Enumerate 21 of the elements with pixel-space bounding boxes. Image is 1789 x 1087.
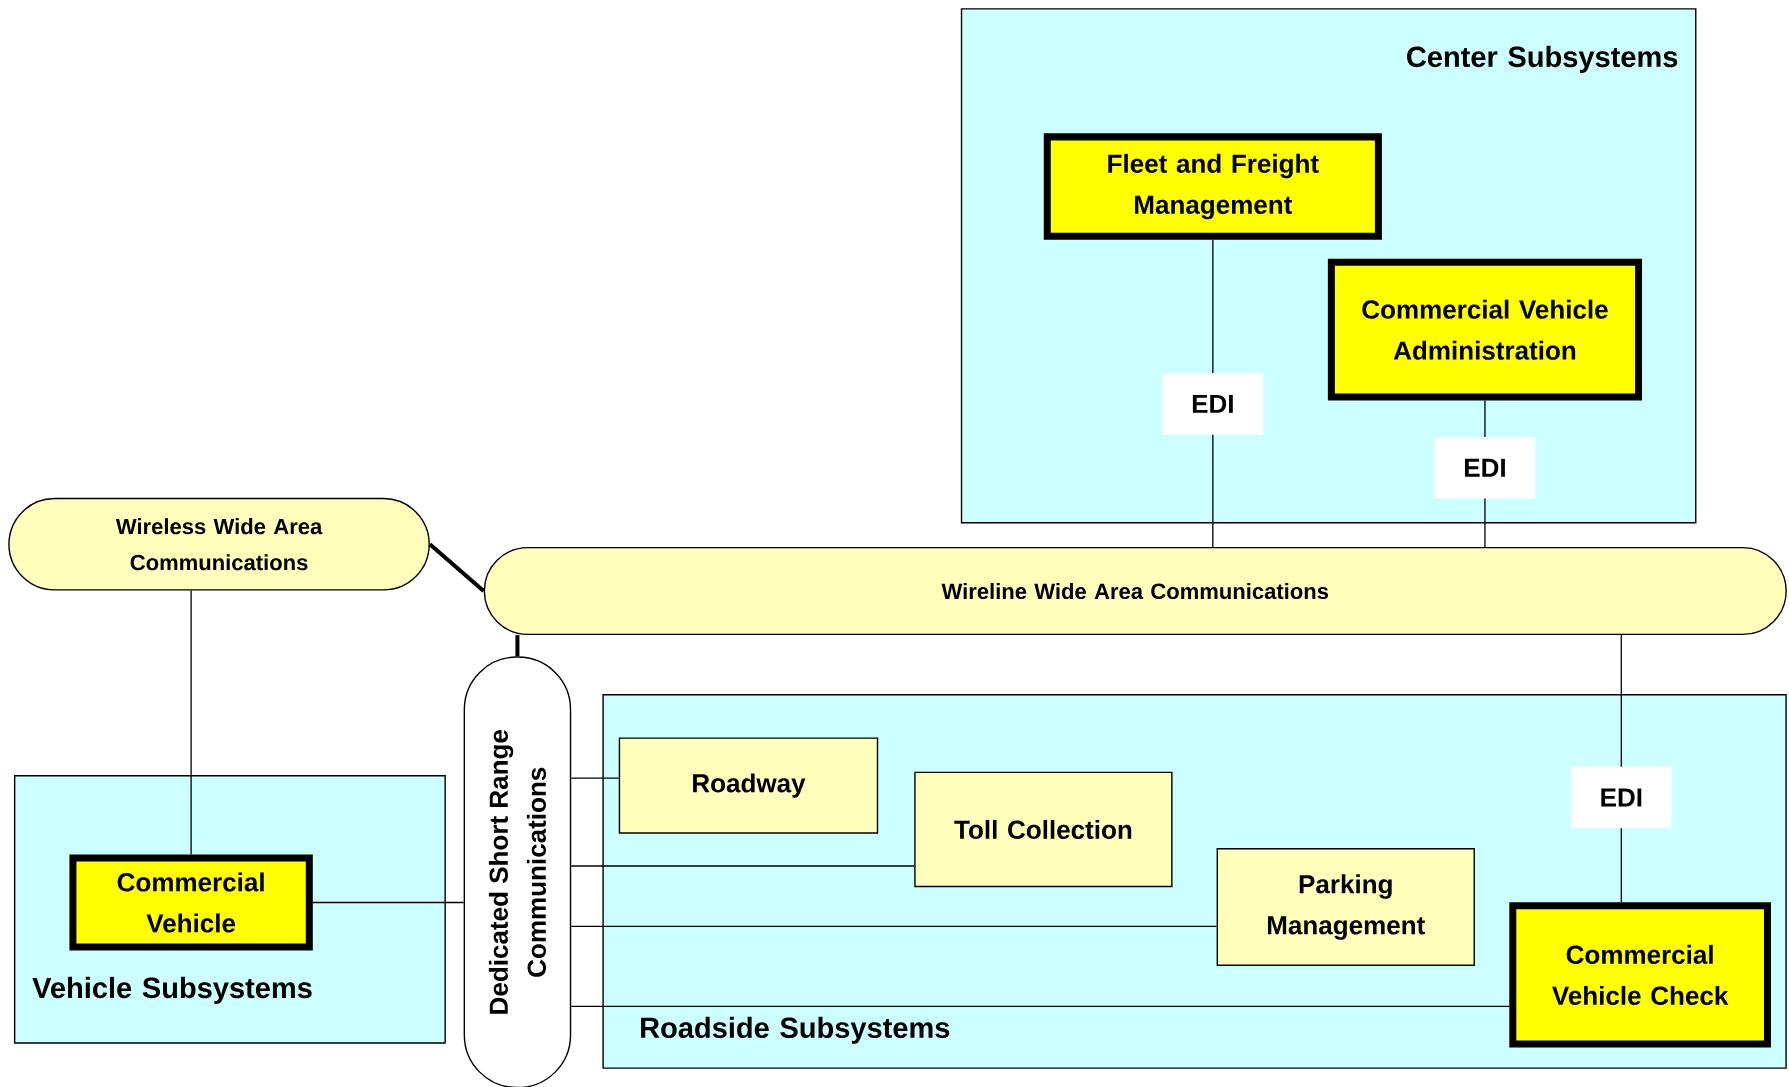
connector-line [515, 634, 520, 657]
subsystem-box: Toll Collection [914, 771, 1173, 888]
subsystem-box: Parking Management [1216, 847, 1475, 966]
edge-label: EDI [1434, 436, 1536, 499]
communications-bubble: Wireless Wide Area Communications [8, 497, 430, 591]
communications-bubble: Wireline Wide Area Communications [483, 546, 1787, 635]
subsystem-box: Roadway [618, 737, 879, 834]
subsystem-box: Commercial Vehicle Administration [1327, 258, 1643, 401]
edge-label: EDI [1571, 766, 1672, 829]
subsystem-box: Commercial Vehicle [69, 854, 313, 951]
connector-line [570, 1005, 1510, 1007]
subsystem-box: Fleet and Freight Management [1043, 133, 1382, 240]
edge-label: EDI [1162, 372, 1264, 435]
connector-line [190, 589, 192, 855]
connector-line [570, 865, 915, 867]
connector-line [570, 925, 1218, 927]
connector-line [312, 901, 465, 903]
subsystem-box: Commercial Vehicle Check [1509, 902, 1771, 1048]
communications-bubble: Dedicated Short Range Communications [463, 656, 572, 1087]
connector-line [428, 542, 485, 593]
connector-line [570, 777, 620, 779]
